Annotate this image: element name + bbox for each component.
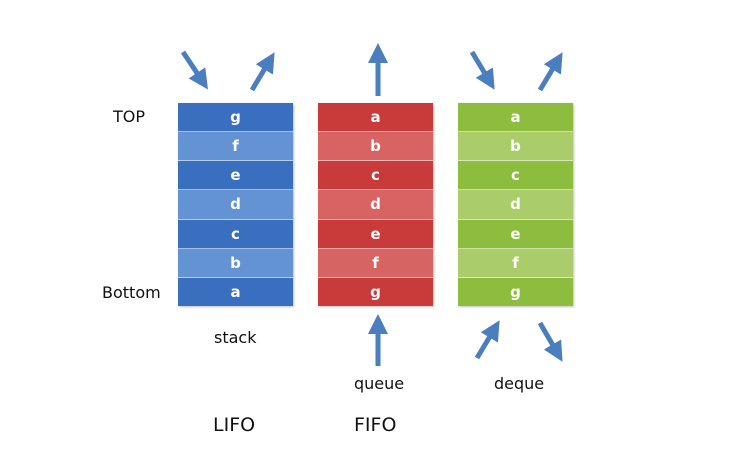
bottom-label: Bottom <box>102 283 161 302</box>
queue-cell: g <box>318 277 433 306</box>
stack-cell: d <box>178 190 293 220</box>
stack-pop-arrow-icon <box>249 52 275 92</box>
deque-cell: g <box>458 277 573 306</box>
deque-cell: f <box>458 248 573 278</box>
queue-cell: c <box>318 161 433 191</box>
queue-cell: e <box>318 219 433 249</box>
queue-cell: f <box>318 248 433 278</box>
stack-cell: b <box>178 248 293 278</box>
stack-cell: e <box>178 161 293 191</box>
deque-top-in-arrow-icon <box>469 50 495 90</box>
stack-cell: a <box>178 277 293 306</box>
stack-cell: c <box>178 219 293 249</box>
deque-cell: c <box>458 161 573 191</box>
queue-cell: b <box>318 132 433 162</box>
stack-cell: g <box>178 103 293 133</box>
deque-bottom-in-arrow-icon <box>474 320 500 360</box>
queue-caption: queue <box>354 374 405 393</box>
queue-cell: a <box>318 103 433 133</box>
deque-cell: e <box>458 219 573 249</box>
stack-caption: stack <box>214 328 257 347</box>
deque-cell: d <box>458 190 573 220</box>
queue-cell: d <box>318 190 433 220</box>
deque-cell: a <box>458 103 573 133</box>
deque-cell: b <box>458 132 573 162</box>
lifo-label: LIFO <box>213 414 256 436</box>
top-label: TOP <box>113 107 146 126</box>
deque-bottom-out-arrow-icon <box>537 321 563 362</box>
fifo-label: FIFO <box>354 414 397 436</box>
deque-caption: deque <box>494 374 545 393</box>
stack-cell: f <box>178 132 293 162</box>
stack-push-arrow-icon <box>180 50 208 90</box>
deque-top-out-arrow-icon <box>537 52 563 92</box>
